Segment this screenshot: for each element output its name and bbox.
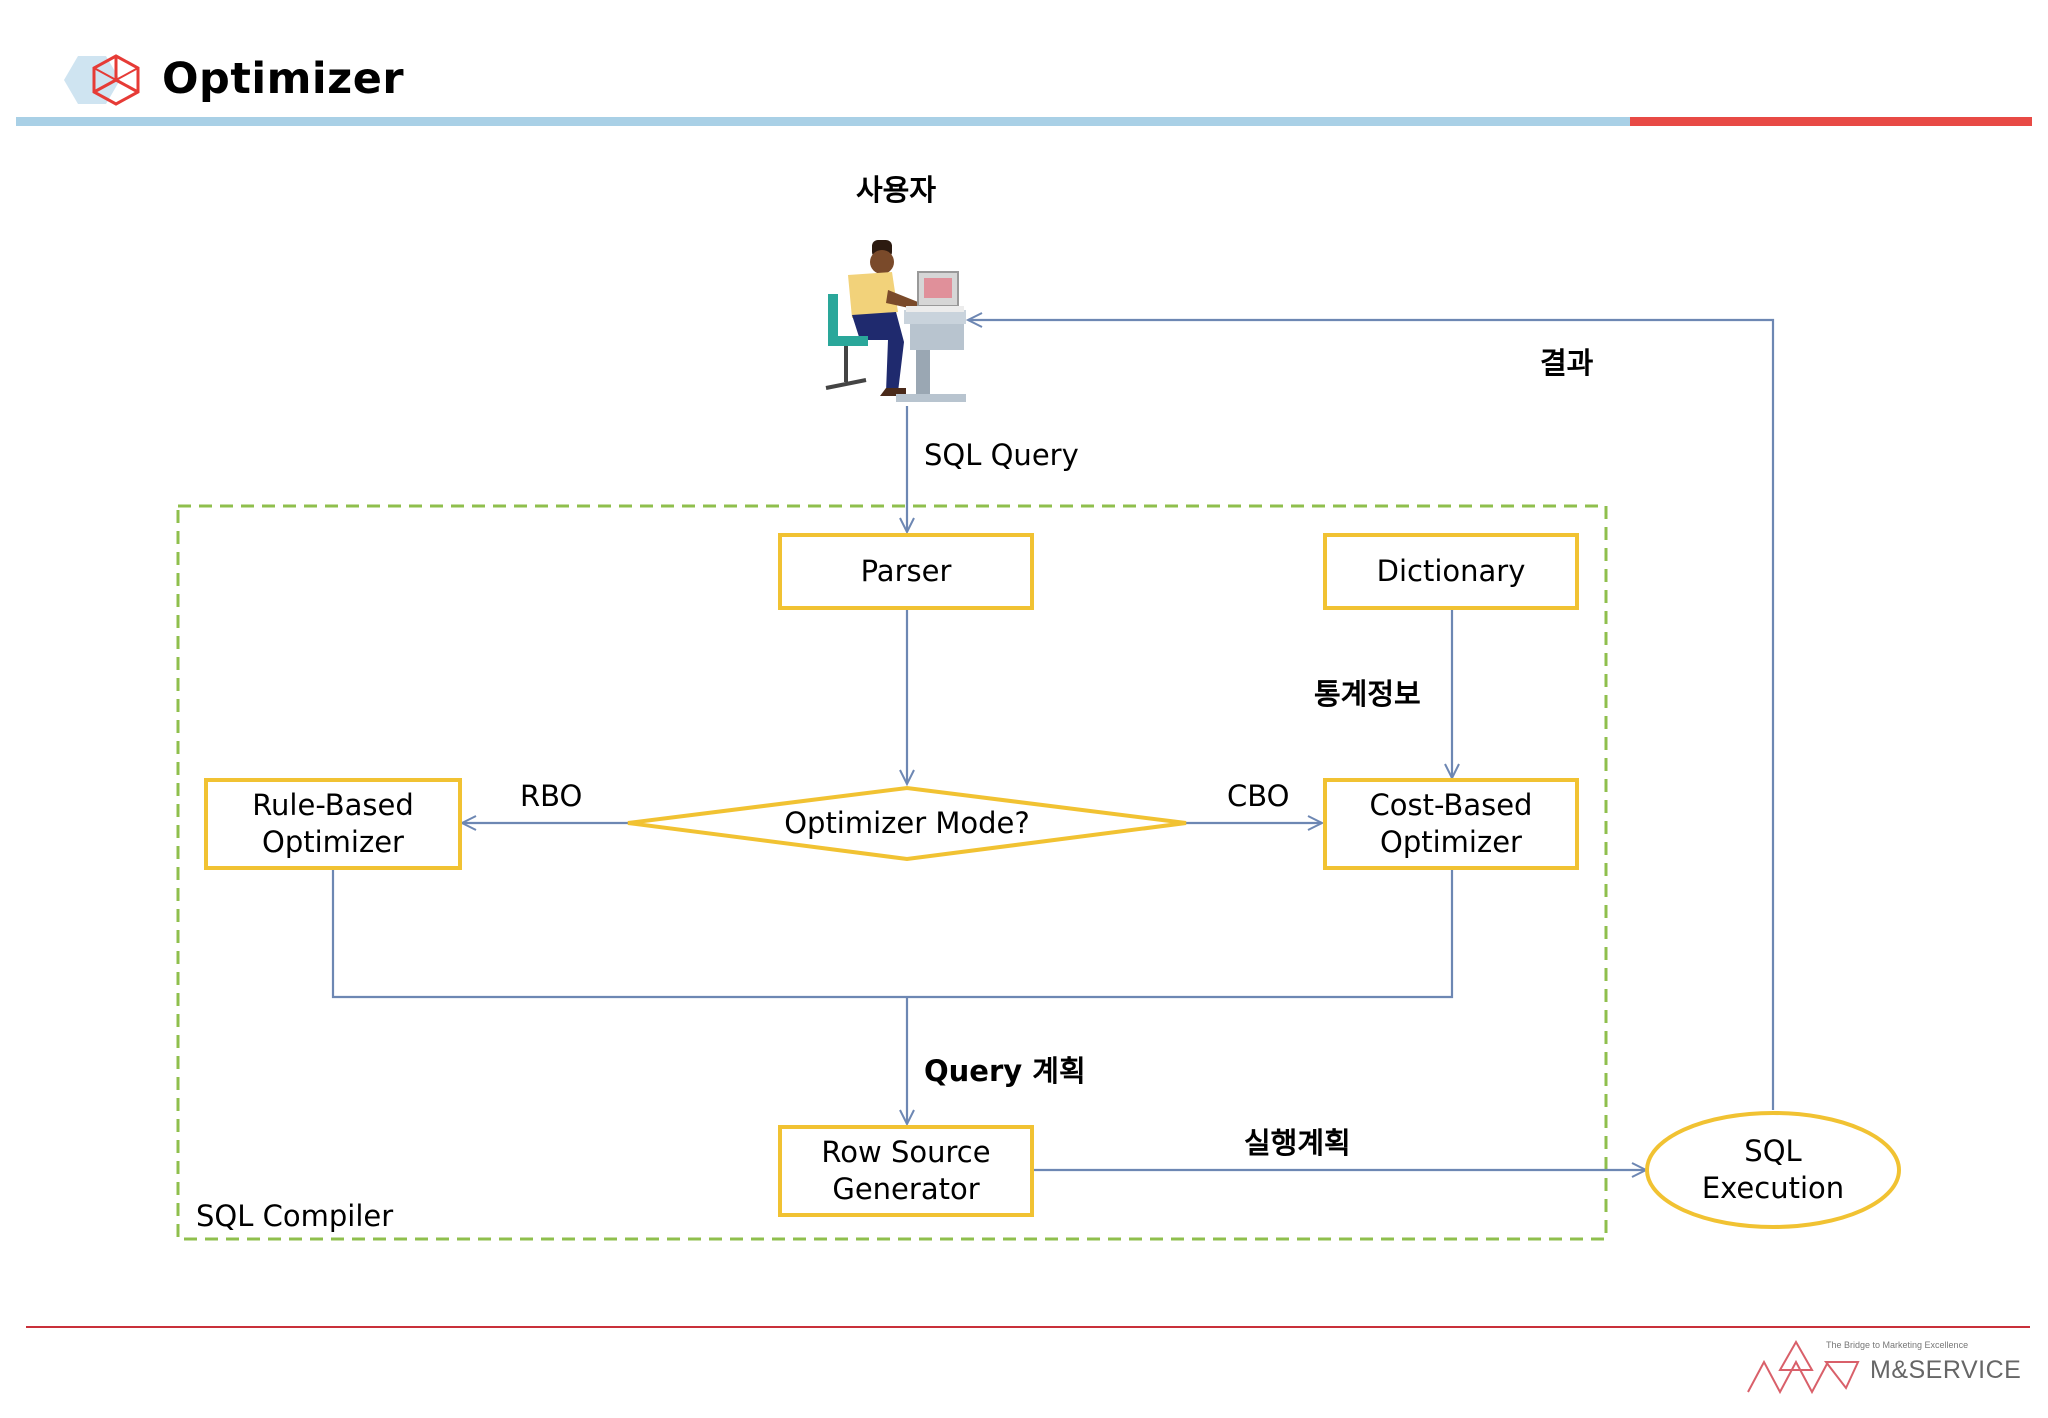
sql-execution-ellipse [1645, 1111, 1901, 1229]
parser-text: Parser [860, 554, 952, 588]
page-title: Optimizer [162, 54, 405, 104]
rbo-label: RBO [520, 779, 583, 813]
statistics-label: 통계정보 [1314, 677, 1421, 711]
header-divider-blue [16, 117, 1630, 126]
row-source-generator-box [778, 1125, 1034, 1217]
sql-compiler-label: SQL Compiler [196, 1199, 394, 1233]
dictionary-text: Dictionary [1376, 554, 1526, 588]
cbo-label: CBO [1227, 779, 1290, 813]
query-plan-label: Query 계획 [924, 1054, 1086, 1088]
result-label: 결과 [1540, 346, 1594, 380]
dictionary-box [1323, 533, 1579, 610]
sql-query-label: SQL Query [924, 438, 1079, 472]
rule-based-optimizer-text: Rule-Based Optimizer [252, 788, 414, 859]
mservice-logo-icon [1747, 1339, 1860, 1395]
row-source-generator-text: Row Source Generator [821, 1135, 991, 1206]
line-rbo-merge [331, 868, 1454, 999]
rule-based-optimizer-box [204, 778, 462, 870]
cube-logo-icon [64, 54, 140, 106]
decision-text: Optimizer Mode? [784, 805, 1030, 840]
arrow-execution-to-user [965, 312, 1775, 1110]
user-label: 사용자 [856, 173, 937, 207]
cost-based-optimizer-box [1323, 778, 1579, 870]
optimizer-mode-decision [627, 785, 1187, 862]
sql-compiler-region [176, 504, 1608, 1241]
footer-divider [26, 1326, 2030, 1328]
user-computer-icon [825, 240, 966, 402]
footer-tagline: The Bridge to Marketing Excellence [1826, 1340, 1969, 1350]
sql-execution-text: SQL Execution [1701, 1134, 1845, 1205]
execution-plan-label: 실행계획 [1244, 1126, 1351, 1160]
parser-box [778, 533, 1034, 610]
header-divider-red [1630, 117, 2032, 126]
cost-based-optimizer-text: Cost-Based Optimizer [1369, 788, 1533, 859]
footer-brand: M&SERVICE [1870, 1356, 2022, 1384]
